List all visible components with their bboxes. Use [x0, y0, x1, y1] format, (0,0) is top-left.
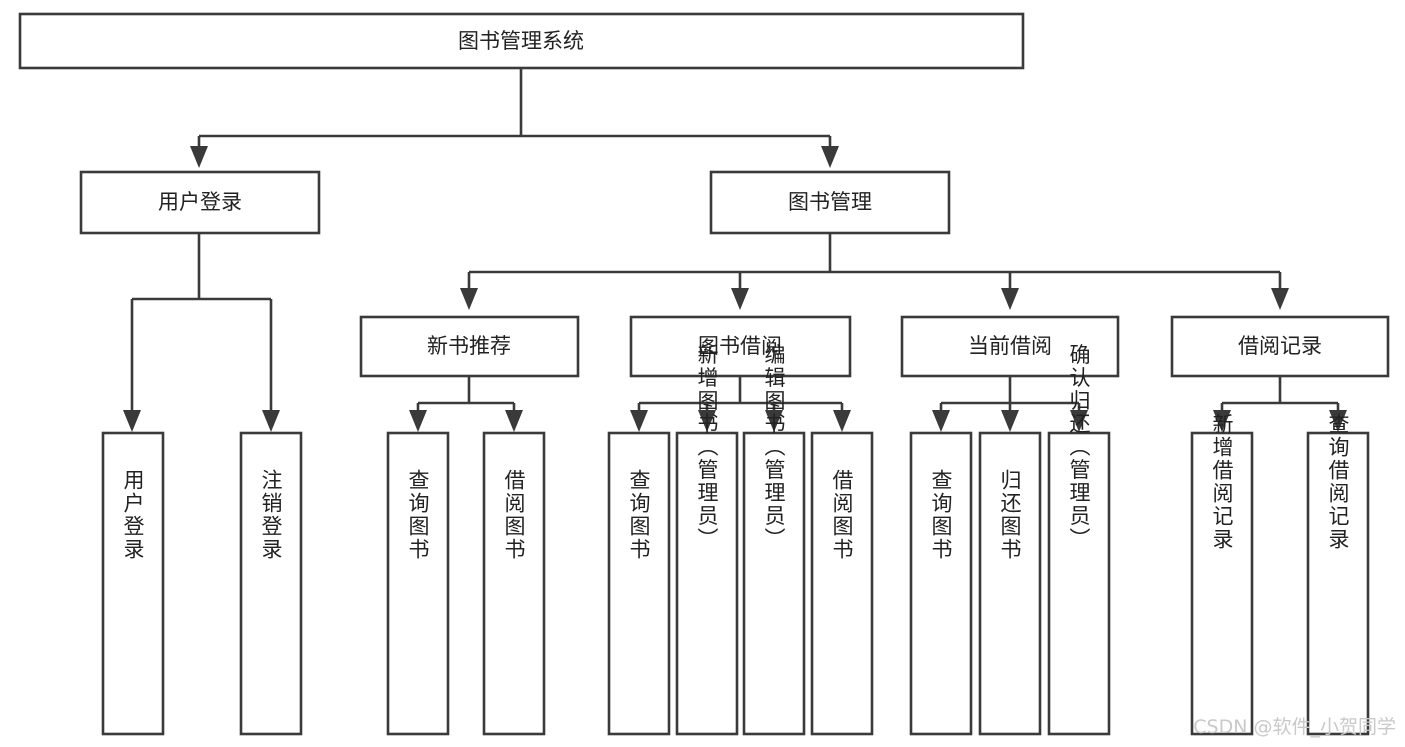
node-leaf-return-book-label: 归还图书 [998, 469, 1022, 561]
node-leaf-borrow-book-2[interactable]: 借阅图书 [810, 431, 874, 736]
node-leaf-query-borrow-record-label: 查询借阅记录 [1326, 413, 1350, 551]
node-leaf-query-borrow-record[interactable]: 查询借阅记录 [1306, 413, 1370, 736]
node-leaf-user-login[interactable]: 用户登录 [101, 431, 165, 736]
node-leaf-user-login-label: 用户登录 [121, 469, 145, 561]
node-book-management-label: 图书管理 [788, 190, 872, 214]
arrow-icon [932, 410, 950, 432]
node-leaf-edit-book-admin-label: 编辑图书（管理员） [762, 344, 786, 551]
node-book-borrow[interactable]: 图书借阅 [629, 315, 852, 378]
node-leaf-add-borrow-record[interactable]: 新增借阅记录 [1190, 413, 1254, 736]
arrow-icon [630, 410, 648, 432]
arrow-icon [460, 288, 478, 310]
arrow-icon [262, 410, 280, 432]
node-book-borrow-label: 图书借阅 [698, 334, 782, 358]
node-borrow-record[interactable]: 借阅记录 [1170, 315, 1390, 378]
node-leaf-logout-label: 注销登录 [259, 469, 283, 561]
node-leaf-edit-book-admin[interactable]: 编辑图书（管理员） [742, 344, 806, 736]
connectors-current-to-leaves [932, 376, 1088, 432]
node-leaf-query-book-2[interactable]: 查询图书 [607, 431, 671, 736]
node-book-management[interactable]: 图书管理 [709, 170, 951, 235]
node-login[interactable]: 用户登录 [79, 170, 321, 235]
csdn-watermark: CSDN @软件_小贺同学 [1193, 716, 1396, 738]
node-root[interactable]: 图书管理系统 [18, 12, 1025, 70]
node-borrow-record-label: 借阅记录 [1238, 334, 1322, 358]
connectors-bookmgmt-to-level3 [460, 233, 1289, 310]
node-leaf-borrow-book-1-label: 借阅图书 [502, 469, 526, 561]
connectors-borrow-to-leaves [630, 376, 851, 432]
node-leaf-confirm-return-admin[interactable]: 确认归还（管理员） [1047, 344, 1111, 736]
node-leaf-add-book-admin-label: 新增图书（管理员） [695, 344, 719, 551]
node-leaf-borrow-book-1[interactable]: 借阅图书 [482, 431, 546, 736]
node-new-book-recommend-label: 新书推荐 [427, 334, 511, 358]
node-leaf-return-book[interactable]: 归还图书 [978, 431, 1042, 736]
node-leaf-query-book-3[interactable]: 查询图书 [909, 431, 973, 736]
arrow-icon [731, 288, 749, 310]
node-leaf-borrow-book-2-label: 借阅图书 [830, 469, 854, 561]
node-current-borrow[interactable]: 当前借阅 [900, 315, 1120, 378]
node-new-book-recommend[interactable]: 新书推荐 [359, 315, 580, 378]
node-current-borrow-label: 当前借阅 [968, 334, 1052, 358]
node-leaf-query-book-1[interactable]: 查询图书 [386, 431, 450, 736]
node-leaf-confirm-return-admin-label: 确认归还（管理员） [1067, 344, 1091, 551]
arrow-icon [833, 410, 851, 432]
node-leaf-add-borrow-record-label: 新增借阅记录 [1210, 413, 1234, 551]
node-leaf-query-book-1-label: 查询图书 [406, 469, 430, 561]
node-root-label: 图书管理系统 [458, 29, 584, 53]
connectors-record-to-leaves [1213, 376, 1347, 432]
arrow-icon [1001, 410, 1019, 432]
arrow-icon [1001, 288, 1019, 310]
arrow-icon [123, 410, 141, 432]
arrow-icon [409, 410, 427, 432]
connectors-newbook-to-leaves [409, 376, 523, 432]
connectors-root-to-level2 [190, 68, 839, 168]
arrow-icon [190, 146, 208, 168]
arrow-icon [505, 410, 523, 432]
arrow-icon [821, 146, 839, 168]
node-leaf-logout[interactable]: 注销登录 [239, 431, 303, 736]
connectors-login-to-leaves [123, 233, 280, 432]
node-leaf-add-book-admin[interactable]: 新增图书（管理员） [675, 344, 739, 736]
node-leaf-query-book-2-label: 查询图书 [627, 469, 651, 561]
node-leaf-query-book-3-label: 查询图书 [929, 469, 953, 561]
arrow-icon [1271, 288, 1289, 310]
node-login-label: 用户登录 [158, 190, 242, 214]
